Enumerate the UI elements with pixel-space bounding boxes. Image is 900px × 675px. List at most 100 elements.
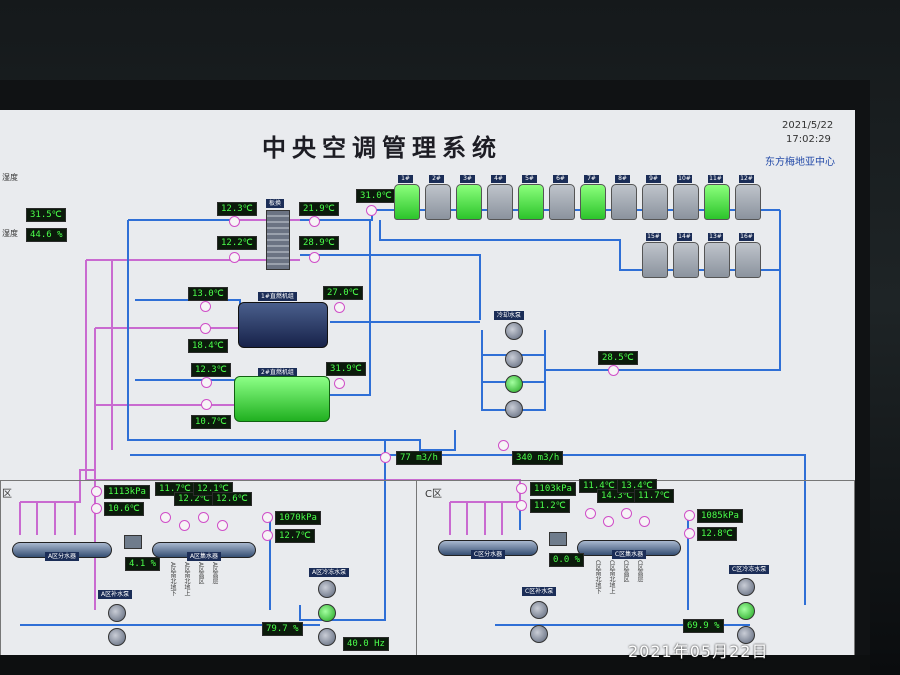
zone-a-return-temp: 12.7℃	[275, 529, 315, 543]
sensor-icon[interactable]	[603, 516, 614, 527]
cooling-tower[interactable]	[611, 184, 637, 220]
tower-number: 4#	[491, 175, 506, 183]
cooling-tower[interactable]	[735, 184, 761, 220]
cooling-tower[interactable]	[704, 242, 730, 278]
tower-number: 12#	[739, 175, 754, 183]
zone-c-valve-pct: 0.0 %	[549, 553, 585, 567]
zone-c-return-pressure: 1085kPa	[697, 509, 743, 523]
cooling-tower[interactable]	[487, 184, 513, 220]
zone-c-branch-temp-4: 11.7℃	[634, 489, 674, 503]
sensor-icon[interactable]	[179, 520, 190, 531]
sensor-icon[interactable]	[229, 252, 240, 263]
sensor-icon[interactable]	[198, 512, 209, 523]
cooling-tower[interactable]	[673, 242, 699, 278]
cooling-tower[interactable]	[549, 184, 575, 220]
sensor-icon[interactable]	[201, 377, 212, 388]
outdoor-temp: 31.5℃	[26, 208, 66, 222]
cooling-return-temp: 28.5℃	[598, 351, 638, 365]
sensor-icon[interactable]	[516, 500, 527, 511]
sensor-icon[interactable]	[262, 530, 273, 541]
zone-a-makeup-pump[interactable]	[108, 628, 126, 646]
cooling-tower-running[interactable]	[394, 184, 420, 220]
sensor-icon[interactable]	[229, 216, 240, 227]
cooling-tower[interactable]	[735, 242, 761, 278]
sensor-icon[interactable]	[91, 486, 102, 497]
sensor-icon[interactable]	[684, 510, 695, 521]
cooling-tower-running[interactable]	[704, 184, 730, 220]
zone-c-makeup-pump[interactable]	[530, 625, 548, 643]
zone-c-cold-pump[interactable]	[737, 626, 755, 644]
cooling-pump[interactable]	[505, 350, 523, 368]
cooling-tower-running[interactable]	[580, 184, 606, 220]
bypass-valve-icon[interactable]	[549, 532, 567, 546]
chiller-2-unit-running[interactable]	[234, 376, 330, 422]
zone-c-temp: 11.2℃	[530, 499, 570, 513]
zone-c-branch-4: C区高层	[636, 560, 643, 583]
tower-supply-temp: 31.0℃	[356, 189, 396, 203]
zone-a-branch-2: A区南北地上	[183, 562, 190, 597]
zone-a-cold-pump[interactable]	[318, 628, 336, 646]
cooling-tower[interactable]	[642, 242, 668, 278]
tower-number: 11#	[708, 175, 723, 183]
sensor-icon[interactable]	[684, 528, 695, 539]
cooling-tower[interactable]	[425, 184, 451, 220]
scada-screen: 中央空调管理系统 2021/5/22 17:02:29 东方梅地亚中心 湿度 湿…	[0, 110, 855, 660]
time-display: 17:02:29	[786, 134, 831, 145]
bypass-valve-icon[interactable]	[124, 535, 142, 549]
sensor-icon[interactable]	[201, 399, 212, 410]
sensor-icon[interactable]	[585, 508, 596, 519]
zone-a-cold-pump[interactable]	[318, 580, 336, 598]
sensor-icon[interactable]	[366, 205, 377, 216]
sensor-icon[interactable]	[91, 503, 102, 514]
zone-a-freq: 40.0 Hz	[343, 637, 389, 651]
exchanger-label: 板换	[266, 199, 285, 208]
cooling-pump-running[interactable]	[505, 375, 523, 393]
zone-c-cold-pump-running[interactable]	[737, 602, 755, 620]
sensor-icon[interactable]	[200, 301, 211, 312]
zone-c-cold-pump[interactable]	[737, 578, 755, 596]
sensor-icon[interactable]	[200, 323, 211, 334]
zone-c-return-temp: 12.8℃	[697, 527, 737, 541]
exchanger-temp-1: 12.3℃	[217, 202, 257, 216]
zone-c-collector[interactable]: C区集水器	[577, 540, 681, 559]
sensor-icon[interactable]	[621, 508, 632, 519]
sensor-icon[interactable]	[160, 512, 171, 523]
flow-reading-2: 340 m3/h	[512, 451, 564, 465]
zone-a-makeup-pump[interactable]	[108, 604, 126, 622]
sensor-icon[interactable]	[639, 516, 650, 527]
cooling-tower-running[interactable]	[456, 184, 482, 220]
sensor-icon[interactable]	[262, 512, 273, 523]
zone-a-branch-3: A区高区	[197, 562, 204, 585]
chiller2-cond-temp: 31.9℃	[326, 362, 366, 376]
cooling-tower[interactable]	[642, 184, 668, 220]
zone-c-makeup-pump[interactable]	[530, 601, 548, 619]
cooling-pump[interactable]	[505, 400, 523, 418]
zone-a-branch-temp-4: 12.6℃	[212, 492, 252, 506]
cooling-tower-running[interactable]	[518, 184, 544, 220]
flow-reading-1: 77 m3/h	[396, 451, 442, 465]
sensor-icon[interactable]	[217, 520, 228, 531]
zone-a-collector-label: A区集水器	[186, 552, 222, 561]
zone-a-divider[interactable]: A区分水器	[12, 542, 112, 561]
cooling-pump[interactable]	[505, 322, 523, 340]
zone-c-divider[interactable]: C区分水器	[438, 540, 538, 559]
sensor-icon[interactable]	[309, 216, 320, 227]
zone-c-pressure: 1103kPa	[530, 482, 576, 496]
outdoor-humidity: 44.6 %	[26, 228, 67, 242]
zone-a-collector[interactable]: A区集水器	[152, 542, 256, 561]
zone-c-makeup-label: C区补水泵	[522, 587, 557, 596]
chiller2-in-temp: 12.3℃	[191, 363, 231, 377]
chiller-1-unit[interactable]	[238, 302, 328, 348]
cooling-tower[interactable]	[673, 184, 699, 220]
zone-a-cold-pump-running[interactable]	[318, 604, 336, 622]
sensor-icon[interactable]	[516, 483, 527, 494]
sensor-icon[interactable]	[309, 252, 320, 263]
sensor-icon[interactable]	[608, 365, 619, 376]
sensor-icon[interactable]	[380, 452, 391, 463]
chiller1-cond-temp: 27.0℃	[323, 286, 363, 300]
exchanger-temp-3: 12.2℃	[217, 236, 257, 250]
sensor-icon[interactable]	[498, 440, 509, 451]
sensor-icon[interactable]	[334, 302, 345, 313]
sensor-icon[interactable]	[334, 378, 345, 389]
tower-number: 2#	[429, 175, 444, 183]
